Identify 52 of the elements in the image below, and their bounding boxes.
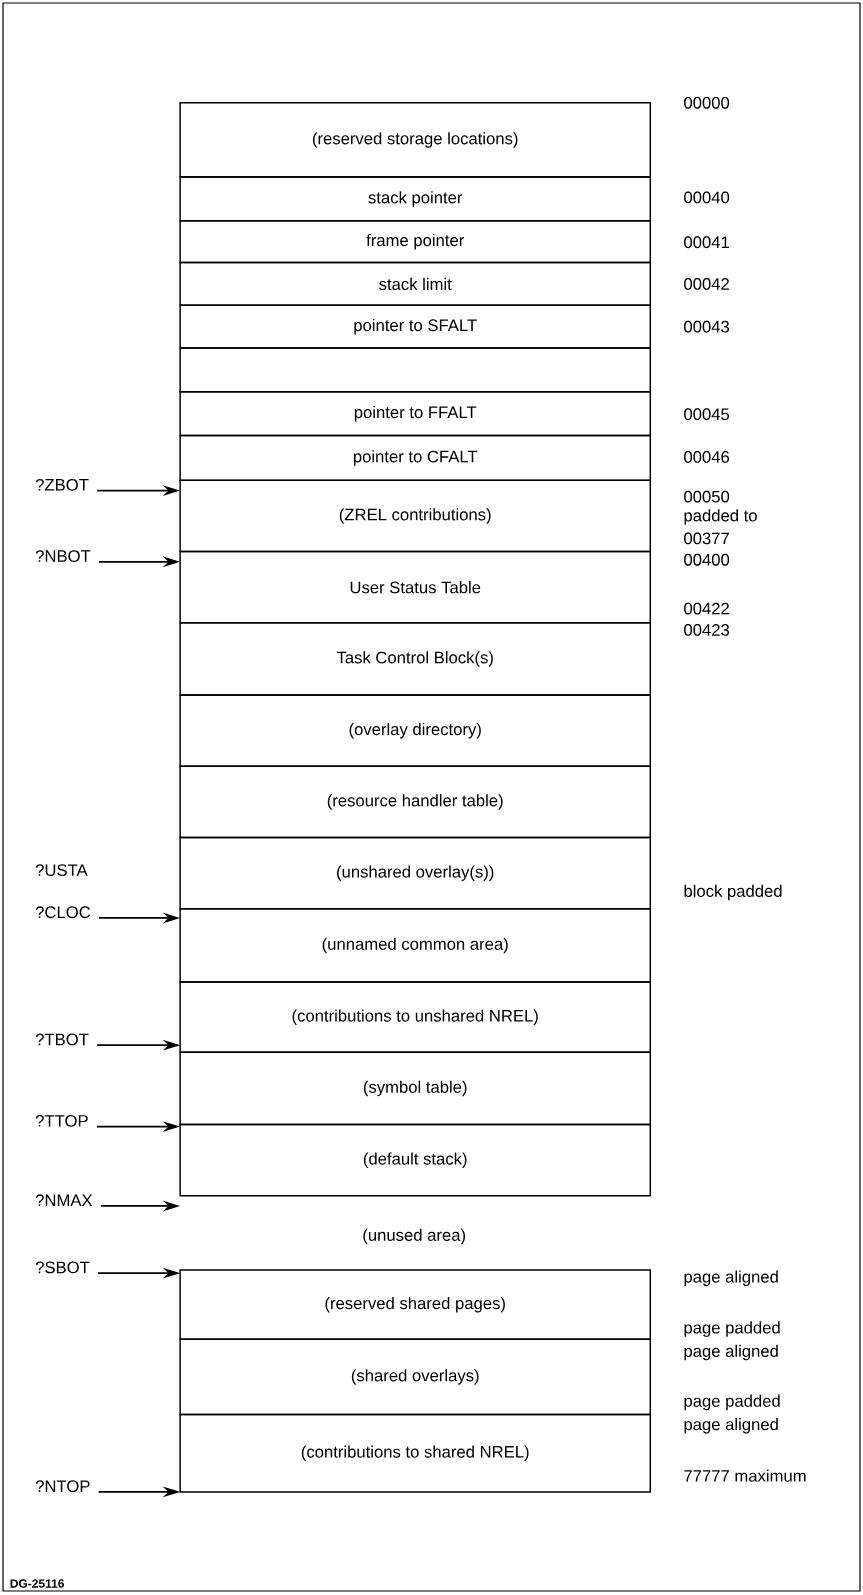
address-label: 00042 bbox=[684, 278, 729, 290]
memory-cell: stack pointer bbox=[179, 176, 652, 222]
address-label: page aligned bbox=[684, 1270, 778, 1286]
address-label: 00423 bbox=[684, 624, 730, 636]
address-label: 77777 maximum bbox=[684, 1469, 806, 1482]
address-label: 00422 bbox=[684, 602, 729, 615]
address-label: 00050 bbox=[684, 490, 730, 503]
address-label: page padded bbox=[684, 1321, 780, 1337]
pointer-label: ?SBOT bbox=[35, 1261, 90, 1274]
address-label: 00043 bbox=[684, 320, 730, 333]
pointer-label: ?NTOP bbox=[35, 1480, 90, 1493]
memory-cell: (contributions to shared NREL) bbox=[179, 1413, 652, 1493]
memory-cell: (default stack) bbox=[179, 1123, 652, 1197]
address-label: 00046 bbox=[684, 451, 730, 463]
address-label: 00041 bbox=[684, 236, 729, 249]
address-label: block padded bbox=[684, 884, 782, 901]
address-label: 00400 bbox=[684, 553, 730, 566]
memory-cell: (shared overlays) bbox=[179, 1338, 652, 1416]
pointer-label: ?USTA bbox=[35, 864, 88, 877]
address-label: page padded bbox=[684, 1394, 780, 1411]
figure-id: DG-25116 bbox=[10, 1579, 64, 1588]
memory-cell: (unshared overlay(s)) bbox=[179, 836, 652, 910]
memory-cell: Task Control Block(s) bbox=[179, 622, 652, 696]
area-label: (unused area) bbox=[363, 1228, 465, 1245]
memory-cell: (unnamed common area) bbox=[179, 908, 652, 983]
memory-cell: pointer to SFALT bbox=[179, 304, 652, 349]
memory-cell: (reserved shared pages) bbox=[179, 1269, 652, 1341]
pointer-label: ?TTOP bbox=[35, 1114, 88, 1127]
memory-cell bbox=[179, 347, 652, 393]
address-label: padded to bbox=[684, 509, 757, 525]
address-label: page aligned bbox=[684, 1344, 778, 1361]
address-label: 00377 bbox=[684, 532, 729, 545]
memory-cell: stack limit bbox=[179, 261, 652, 307]
memory-cell: pointer to FFALT bbox=[179, 391, 652, 437]
memory-cell: frame pointer bbox=[179, 220, 652, 264]
memory-cell: (reserved storage locations) bbox=[179, 102, 652, 178]
address-label: 00000 bbox=[684, 96, 730, 109]
memory-cell: (overlay directory) bbox=[179, 694, 652, 768]
memory-cell: pointer to CFALT bbox=[179, 434, 652, 482]
pointer-label: ?NMAX bbox=[35, 1194, 93, 1206]
memory-cell: (ZREL contributions) bbox=[179, 479, 652, 553]
memory-cell: User Status Table bbox=[179, 550, 652, 624]
pointer-label: ?NBOT bbox=[35, 550, 91, 562]
address-label: 00045 bbox=[684, 408, 730, 421]
address-label: page aligned bbox=[684, 1418, 778, 1434]
memory-cell: (resource handler table) bbox=[179, 765, 652, 839]
pointer-label: ?ZBOT bbox=[35, 478, 89, 491]
pointer-label: ?TBOT bbox=[35, 1033, 89, 1046]
memory-cell: (contributions to unshared NREL) bbox=[179, 981, 652, 1054]
pointer-label: ?CLOC bbox=[35, 906, 91, 919]
address-label: 00040 bbox=[684, 191, 730, 204]
memory-cell: (symbol table) bbox=[179, 1051, 652, 1126]
